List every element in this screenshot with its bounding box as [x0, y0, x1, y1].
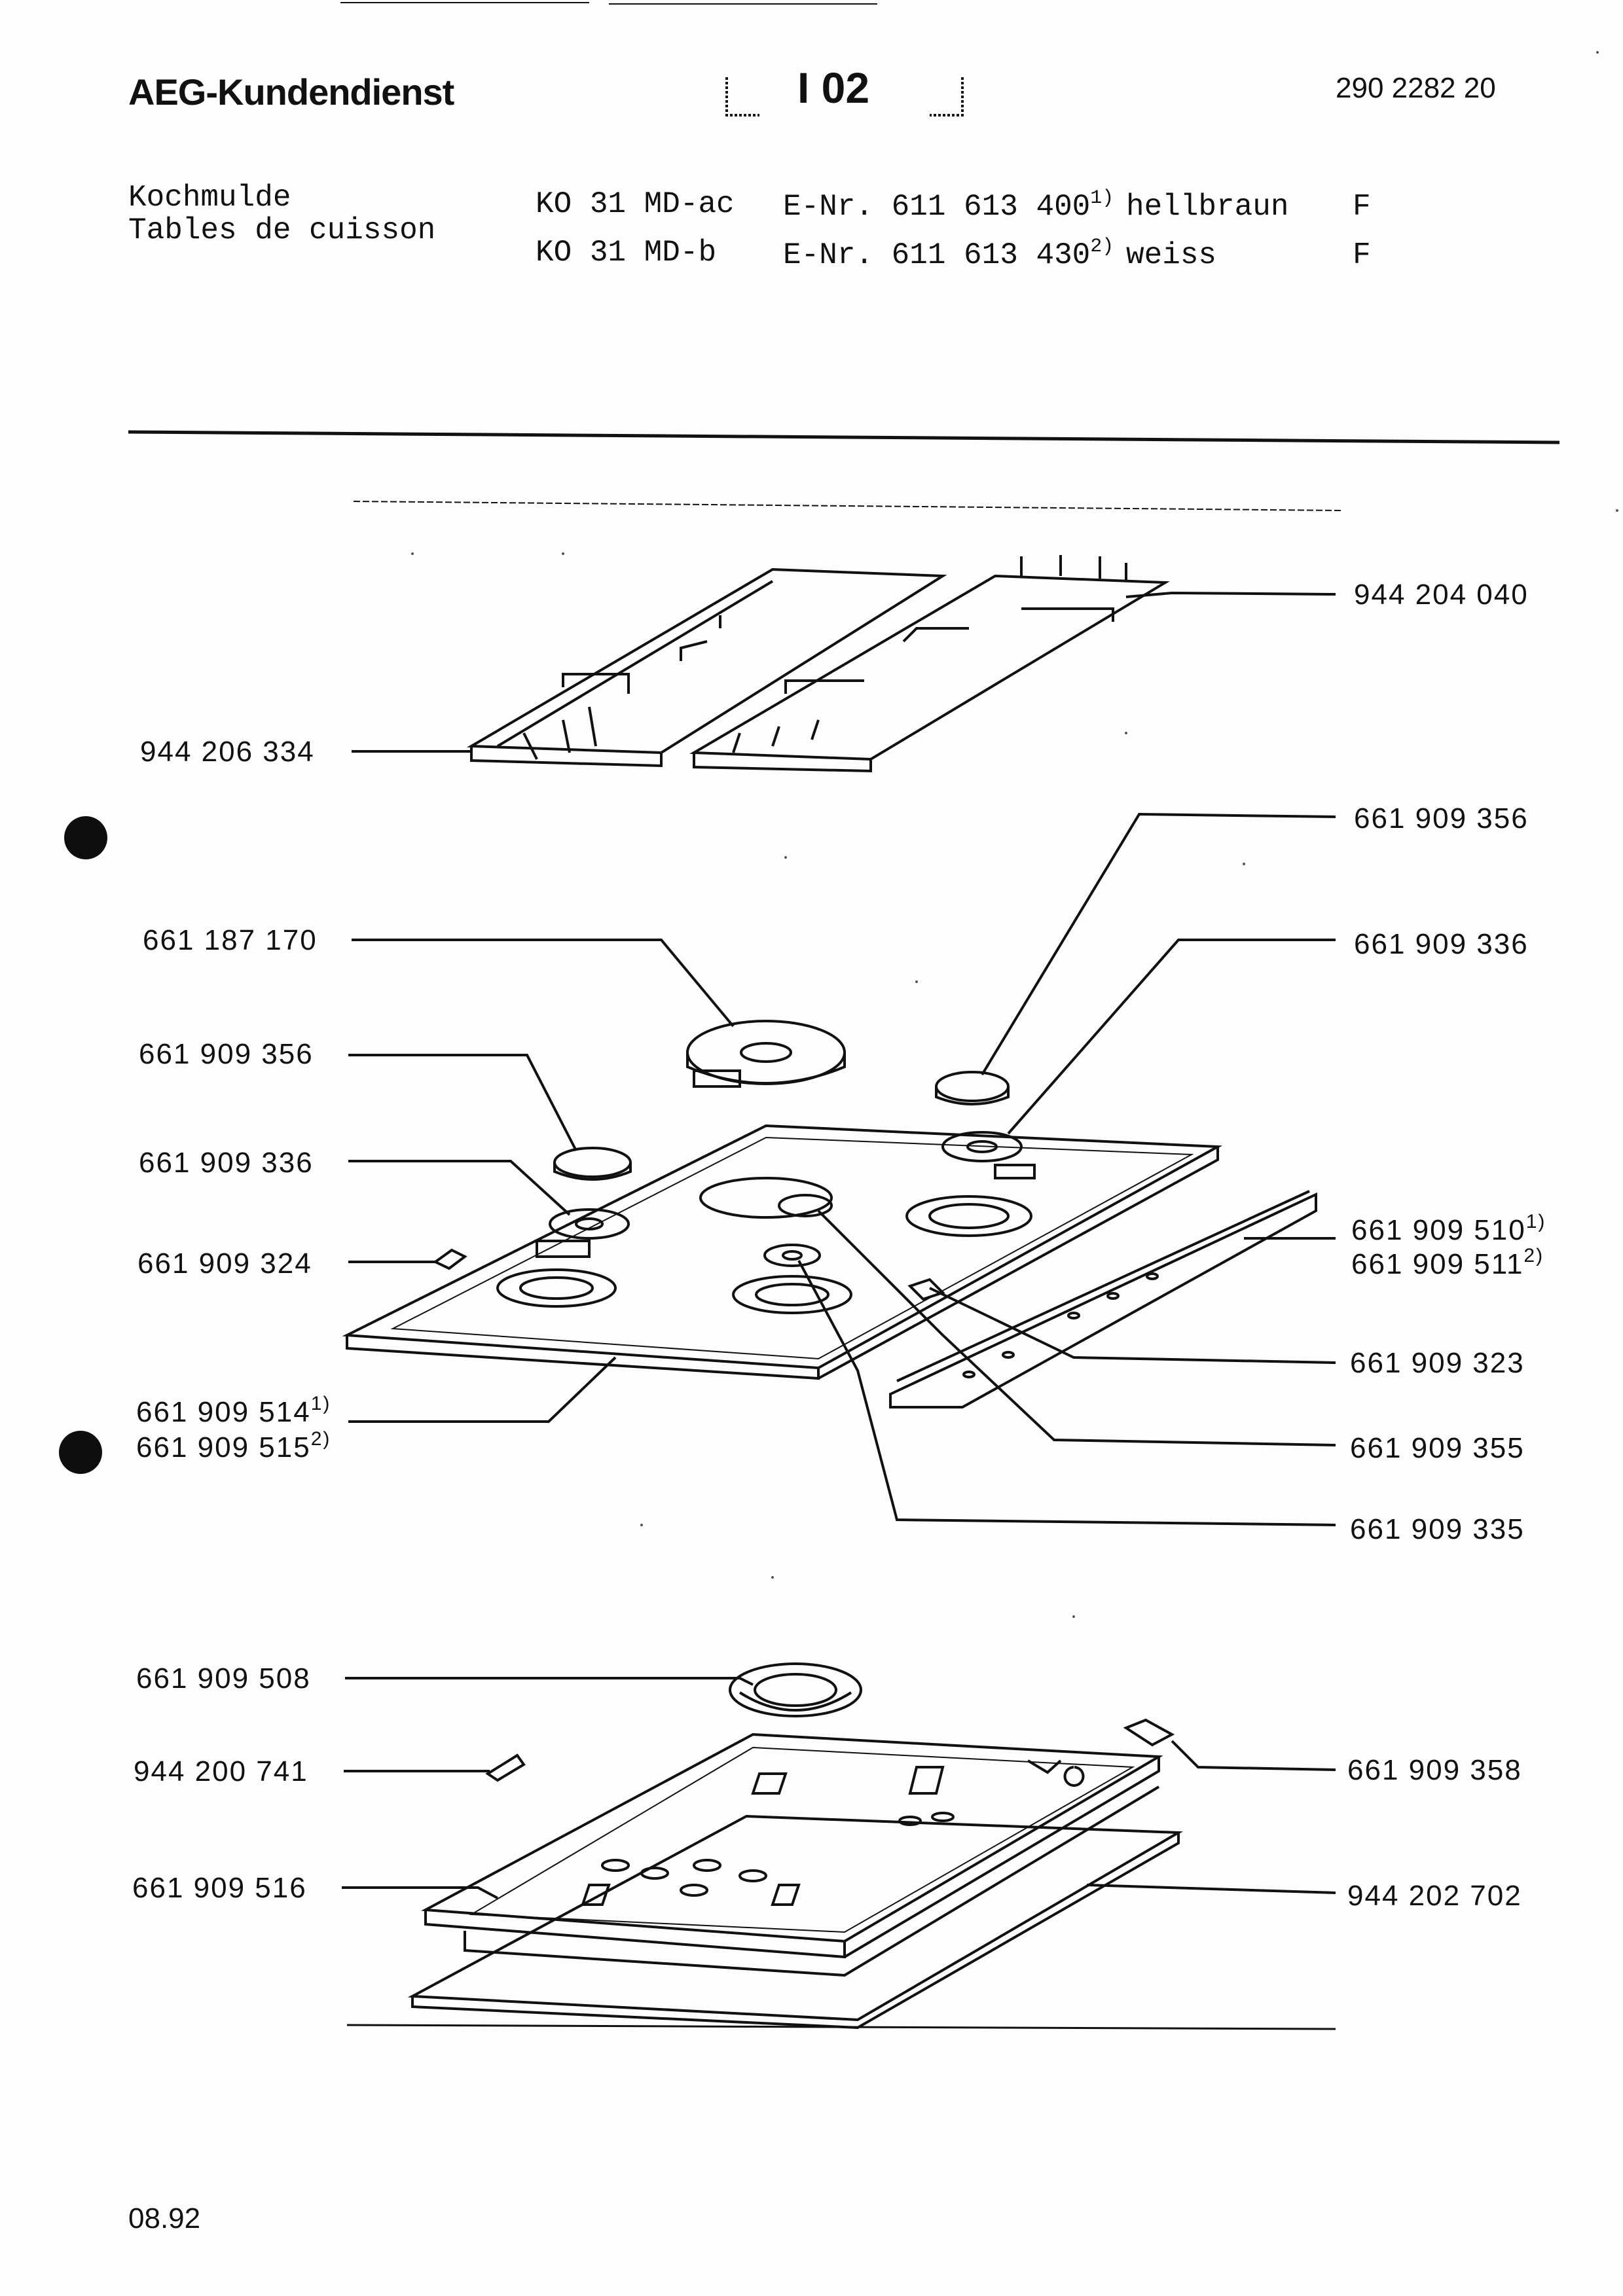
part-label-right-4: 661 909 5101): [1351, 1211, 1546, 1246]
model-1: KO 31 MD-ac: [536, 187, 735, 221]
code-1: F: [1353, 190, 1371, 224]
leader-661909336-left: [348, 1160, 571, 1216]
part-label-left-7: 661 909 5152): [136, 1428, 331, 1463]
burner-small-center: [763, 1194, 833, 1267]
color-1: hellbraun: [1126, 190, 1289, 224]
leader-944202702: [1086, 1884, 1336, 1894]
part-label-right-9: 661 909 358: [1347, 1754, 1522, 1786]
leader-944204040: [1125, 591, 1336, 598]
part-label-left-10: 661 909 516: [132, 1872, 307, 1904]
sheet-bracket-left: [725, 77, 759, 117]
part-label-right-1: 944 204 040: [1354, 579, 1529, 611]
part-label-left-3: 661 909 356: [139, 1038, 314, 1070]
ignition-plug: [433, 1248, 467, 1270]
code-2: F: [1353, 238, 1371, 272]
valve-clip: [485, 1753, 526, 1782]
leader-661909323: [929, 1287, 1336, 1364]
part-label-right-10: 944 202 702: [1347, 1880, 1522, 1912]
part-label-left-9: 944 200 741: [134, 1755, 308, 1787]
part-label-left-1: 944 206 334: [140, 736, 315, 768]
burner-cap-right: [935, 1071, 1010, 1105]
burner-head-right: [941, 1131, 1036, 1179]
burner-cap-left: [553, 1147, 632, 1181]
part-label-right-2: 661 909 356: [1354, 802, 1529, 834]
leader-661909356-left: [348, 1054, 577, 1151]
sheet-number: I 02: [797, 63, 870, 112]
ignition-plug-2: [907, 1278, 945, 1301]
leader-661909514: [348, 1356, 617, 1423]
leader-661187170: [352, 939, 735, 1028]
part-label-right-5: 661 909 5112): [1351, 1245, 1544, 1280]
hob-top-plate: [342, 1124, 1223, 1380]
gas-connector: [1123, 1718, 1175, 1747]
part-label-right-7: 661 909 355: [1350, 1432, 1525, 1464]
product-name-fr: Tables de cuisson: [128, 213, 436, 247]
base-tray: [407, 1732, 1183, 2030]
bullet-marker-1: [64, 816, 107, 859]
part-label-left-8: 661 909 508: [136, 1662, 311, 1695]
part-label-left-6: 661 909 5141): [136, 1393, 331, 1428]
enr-1: E-Nr. 611 613 4001): [783, 187, 1114, 224]
part-label-right-6: 661 909 323: [1350, 1347, 1525, 1379]
burner-head-left: [536, 1208, 630, 1258]
leader-661909508: [345, 1677, 754, 1686]
distributor-ring: [729, 1662, 862, 1717]
part-label-right-8: 661 909 335: [1350, 1513, 1525, 1545]
pan-support-left: [467, 567, 947, 768]
leader-661909336-right: [1007, 939, 1336, 1135]
part-label-right-3: 661 909 336: [1354, 928, 1529, 960]
footer-date: 08.92: [128, 2202, 201, 2234]
brand-title: AEG-Kundendienst: [128, 71, 454, 113]
leader-661909356-right: [981, 812, 1336, 1076]
model-2: KO 31 MD-b: [536, 236, 717, 270]
part-label-left-4: 661 909 336: [139, 1147, 314, 1179]
product-name-de: Kochmulde: [128, 181, 291, 215]
document-number: 290 2282 20: [1336, 72, 1496, 104]
pan-support-right: [689, 555, 1170, 773]
trim-strip: [889, 1190, 1317, 1408]
enr-2: E-Nr. 611 613 4302): [783, 236, 1114, 272]
sheet-bracket-right: [930, 77, 964, 117]
leader-661909355: [817, 1210, 1336, 1446]
part-label-left-2: 661 187 170: [143, 924, 318, 956]
part-label-left-5: 661 909 324: [137, 1247, 312, 1280]
header-divider: [128, 430, 1560, 444]
color-2: weiss: [1126, 238, 1217, 272]
hotplate: [686, 1020, 846, 1088]
leader-661909335: [797, 1260, 1336, 1526]
leader-661909516: [342, 1886, 498, 1899]
leader-661909358: [1171, 1740, 1336, 1771]
bullet-marker-2: [59, 1431, 102, 1474]
